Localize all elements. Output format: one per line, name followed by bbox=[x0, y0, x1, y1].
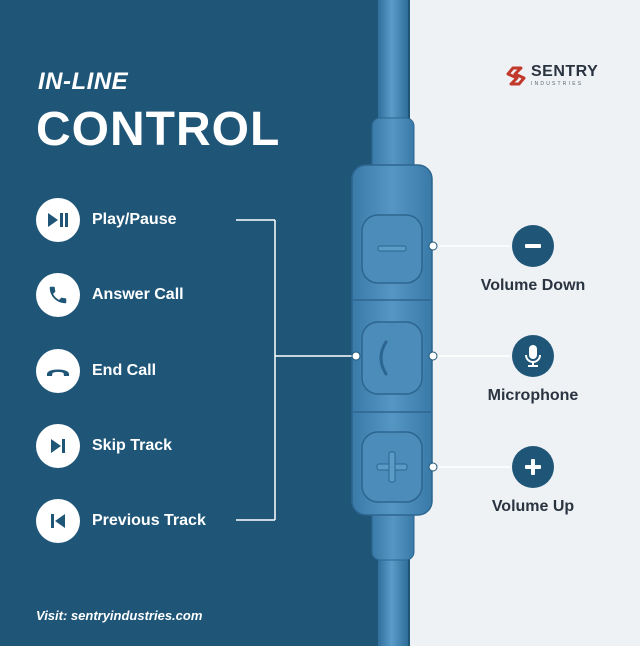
feature-skip-track: Skip Track bbox=[36, 424, 172, 468]
cable-top bbox=[378, 0, 408, 130]
feature-previous-track: Previous Track bbox=[36, 499, 206, 543]
feature-label: Skip Track bbox=[92, 437, 173, 454]
feature-end-call: End Call bbox=[36, 349, 156, 393]
feature-label: End Call bbox=[92, 362, 157, 379]
cable-bottom bbox=[378, 545, 408, 646]
control-label: Volume Up bbox=[491, 498, 575, 515]
control-volume-down: Volume Down bbox=[468, 225, 598, 295]
feature-label: Answer Call bbox=[92, 286, 184, 303]
feature-play-pause: Play/Pause bbox=[36, 198, 177, 242]
skip-back-icon bbox=[36, 499, 80, 543]
left-connector-lines bbox=[236, 219, 354, 521]
brand-logo: SENTRY INDUSTRIES bbox=[505, 64, 598, 87]
brand-name: SENTRY bbox=[531, 63, 599, 80]
minus-icon bbox=[512, 225, 554, 267]
skip-forward-icon bbox=[36, 424, 80, 468]
phone-hangup-icon bbox=[36, 349, 80, 393]
play-pause-icon bbox=[36, 198, 80, 242]
control-label: Microphone bbox=[487, 387, 579, 404]
brand-s-icon bbox=[506, 66, 526, 85]
call-button bbox=[361, 321, 423, 395]
control-microphone: Microphone bbox=[468, 335, 598, 405]
phone-answer-icon bbox=[36, 273, 80, 317]
feature-answer-call: Answer Call bbox=[36, 273, 184, 317]
footer-url: Visit: sentryindustries.com bbox=[36, 608, 203, 623]
right-panel bbox=[410, 0, 640, 646]
microphone-icon bbox=[512, 335, 554, 377]
feature-label: Play/Pause bbox=[92, 211, 177, 228]
feature-label: Previous Track bbox=[92, 512, 206, 529]
heading-line1: IN-LINE bbox=[38, 68, 129, 95]
brand-tagline: INDUSTRIES bbox=[531, 81, 584, 87]
control-volume-up: Volume Up bbox=[468, 446, 598, 516]
right-connector-lines bbox=[433, 245, 510, 468]
control-label: Volume Down bbox=[480, 277, 586, 294]
heading-line2: CONTROL bbox=[36, 103, 281, 156]
plus-icon bbox=[512, 446, 554, 488]
